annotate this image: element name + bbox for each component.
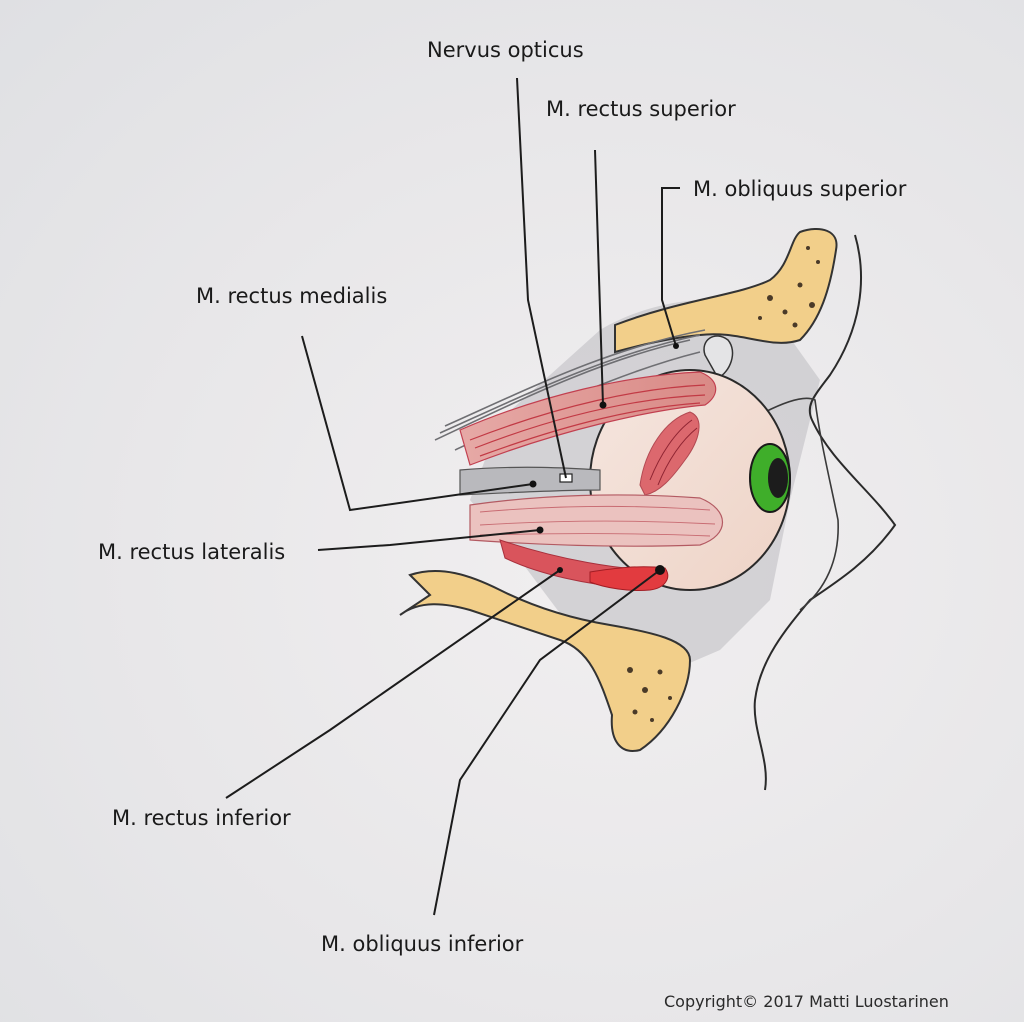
pointer-rectus-superior	[594, 149, 604, 406]
trochlea	[703, 335, 734, 379]
skull-inner-outline	[764, 397, 839, 611]
pointer-dots	[529, 343, 679, 575]
pointer-lines	[225, 77, 680, 916]
label-rectus-medialis: M. rectus medialis	[196, 284, 388, 308]
orbital-bone-superior	[614, 228, 838, 354]
label-rectus-inferior: M. rectus inferior	[112, 806, 291, 830]
label-obliquus-superior: M. obliquus superior	[693, 177, 907, 201]
label-nervus-opticus: Nervus opticus	[427, 38, 584, 62]
copyright-notice: Copyright© 2017 Matti Luostarinen	[664, 992, 949, 1011]
muscle-rectus-medialis	[639, 411, 700, 496]
lateral-striations	[479, 506, 716, 537]
bone-texture-superior	[758, 246, 820, 328]
label-obliquus-inferior: M. obliquus inferior	[321, 932, 524, 956]
pointer-obliquus-inferior	[433, 569, 661, 916]
pointer-nervus-opticus	[516, 77, 567, 479]
pointer-rectus-medialis	[301, 335, 534, 512]
skull-outline	[753, 234, 897, 791]
pointer-rectus-lateralis	[317, 529, 541, 551]
muscle-rectus-superior	[459, 371, 717, 466]
pupil	[768, 458, 788, 498]
bone-texture-inferior	[627, 667, 672, 722]
superior-red-striations	[469, 384, 706, 457]
pointer-obliquus-superior	[661, 187, 680, 347]
pointer-rectus-inferior	[225, 569, 561, 799]
muscle-rectus-lateralis	[469, 494, 724, 547]
muscle-obliquus-inferior	[589, 566, 669, 591]
label-rectus-superior: M. rectus superior	[546, 97, 736, 121]
medial-striations	[649, 419, 698, 486]
label-rectus-lateralis: M. rectus lateralis	[98, 540, 286, 564]
